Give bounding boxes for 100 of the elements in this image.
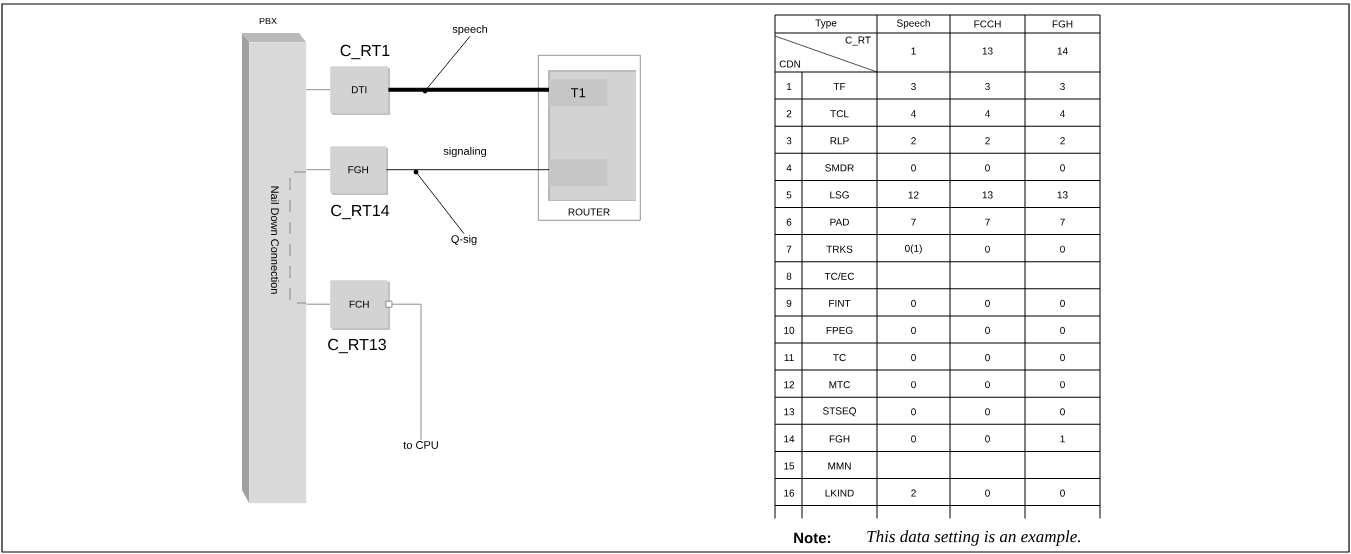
cell-text: PAD [830, 218, 849, 226]
cell-text: 13 [982, 191, 993, 199]
cell-text: 0 [1060, 354, 1065, 362]
cell-text: TCL [830, 110, 849, 118]
cell-text: 2 [985, 137, 990, 145]
cell-text: 0 [911, 354, 916, 362]
row-number: 9 [786, 299, 792, 307]
row-number: 16 [784, 489, 795, 497]
port-box [549, 159, 608, 187]
connector [305, 303, 331, 305]
cell-text: 0 [985, 381, 990, 389]
unit-label: C_RT1 [340, 44, 390, 60]
connector [385, 300, 422, 441]
cell-text: TF [833, 83, 846, 90]
cell-text: LSG [830, 191, 849, 199]
connector [305, 169, 331, 171]
cell-text: 0 [985, 326, 990, 334]
header-text: FGH [1052, 20, 1073, 28]
unit-box: FGH [330, 146, 388, 195]
cell-text: 14 [1057, 47, 1068, 55]
cell-text: FGH [829, 435, 850, 443]
cell-text: 2 [911, 489, 916, 497]
cell-text: 0 [911, 299, 916, 307]
unit-box: FCH [330, 280, 390, 330]
cell-text: FPEG [826, 326, 853, 334]
cell-text: 0 [911, 381, 916, 389]
cell-text: 4 [1059, 110, 1065, 118]
cell-text: 0 [1060, 489, 1065, 497]
cell-text: 1 [1060, 435, 1065, 443]
row-number: 6 [786, 218, 792, 226]
cell-text: 7 [1060, 218, 1065, 226]
edge-label: signaling [442, 145, 488, 159]
cell-text: 0 [1060, 299, 1065, 307]
cell-text: 0 [985, 164, 990, 172]
cell-text: MTC [829, 381, 850, 389]
cell-text: 3 [911, 82, 916, 91]
cell-text: MMN [828, 462, 851, 470]
cell-text: 0 [985, 299, 990, 307]
cell-text: 0 [985, 245, 990, 253]
cell-text: 0 [1060, 408, 1065, 416]
cell-text: 0 [985, 408, 990, 416]
cell-text: TC/EC [824, 272, 855, 280]
row-number: 10 [784, 326, 795, 334]
cell-text: 13 [1057, 191, 1068, 199]
cell-text: 3 [985, 82, 990, 91]
row-number: 1 [787, 83, 792, 90]
unit-label: C_RT14 [331, 204, 390, 220]
connector [305, 89, 331, 91]
cell-text: 0 [985, 354, 990, 362]
header-text: FCCH [974, 20, 1001, 28]
cell-text: 0(1) [905, 244, 922, 254]
annotation: speech [452, 24, 487, 36]
cell-text: TC [833, 354, 846, 362]
cell-text: 0 [985, 489, 990, 497]
annotation: Q-sig [451, 234, 477, 246]
row-number: 7 [786, 245, 792, 253]
cell-text: 12 [908, 191, 919, 199]
note-text: This data setting is an example. [867, 530, 1080, 546]
cell-text: 0 [911, 326, 916, 334]
cell-text: 0 [1060, 381, 1065, 389]
cell-text: 13 [982, 47, 993, 55]
cell-text: LKIND [825, 489, 854, 497]
row-number: 12 [784, 381, 795, 389]
cell-text: 4 [910, 110, 916, 118]
cell-text: 0 [1060, 164, 1065, 172]
row-number: 5 [786, 191, 792, 199]
connector [388, 87, 549, 94]
cell-text: 0 [911, 164, 916, 172]
annotation: to CPU [403, 441, 438, 449]
cell-text: 7 [911, 218, 916, 226]
cell-text: 7 [985, 218, 990, 226]
cell-text: 2 [1060, 137, 1065, 145]
heading: PBX [259, 17, 277, 25]
unit-label: C_RT13 [328, 338, 386, 354]
row-number: 13 [784, 408, 795, 416]
row-number: 3 [786, 137, 792, 145]
header-text: Speech [897, 19, 930, 29]
row-number: 11 [784, 354, 794, 362]
cell-text: 2 [911, 137, 916, 145]
cell-text: FINT [829, 299, 851, 307]
header-text: C_RT [845, 36, 871, 46]
row-number: 4 [786, 164, 792, 172]
cell-text: TRKS [826, 245, 853, 253]
cell-text: SMDR [825, 164, 854, 172]
note-label: Note: [794, 532, 831, 544]
cell-text: 0 [1060, 326, 1065, 334]
unit-box: DTI [330, 66, 390, 115]
cell-text: 1 [911, 47, 916, 55]
row-number: 14 [784, 435, 795, 443]
row-number: 2 [786, 110, 792, 118]
cell-text: 0 [911, 435, 916, 443]
cell-text: 4 [984, 110, 990, 118]
cell-text: RLP [830, 137, 849, 145]
leader-line [415, 171, 465, 235]
row-number: 15 [784, 462, 795, 470]
cell-text: 0 [911, 408, 916, 416]
cell-text: 0 [1060, 245, 1065, 253]
cell-text: 3 [1060, 82, 1065, 91]
header-text: Type [815, 19, 837, 29]
header-text: CDN [779, 60, 801, 68]
